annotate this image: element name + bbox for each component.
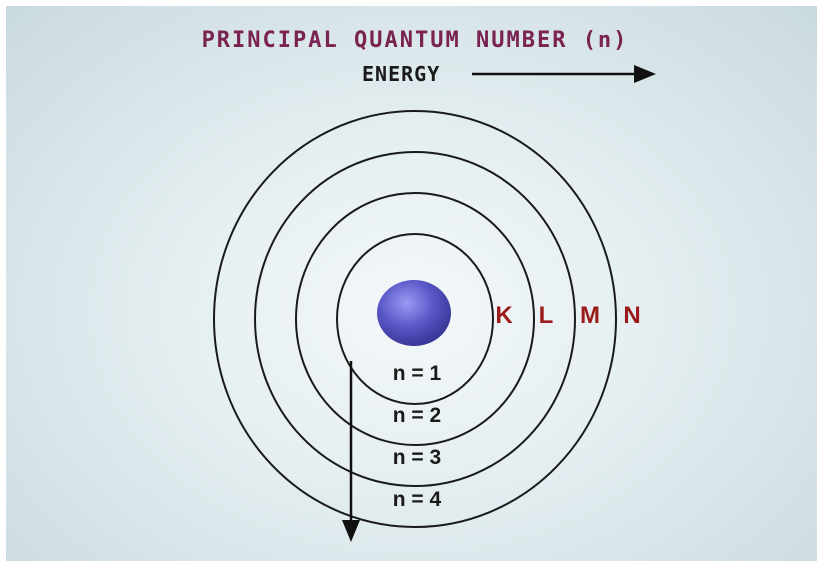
orbit-shell-n2 bbox=[295, 192, 535, 446]
shell-letter-l: L bbox=[539, 302, 554, 329]
down-arrow bbox=[342, 361, 360, 542]
shell-letter-m: M bbox=[580, 302, 600, 329]
orbit-shell-n3 bbox=[254, 151, 576, 487]
nucleus bbox=[377, 280, 451, 346]
shell-letter-k: K bbox=[495, 302, 513, 329]
orbit-shell-n4 bbox=[213, 110, 617, 528]
orbit-shell-n1 bbox=[336, 233, 494, 405]
shell-letter-n: N bbox=[623, 302, 640, 329]
energy-label: ENERGY bbox=[362, 62, 440, 86]
energy-arrow bbox=[472, 65, 656, 83]
orbit-group bbox=[213, 110, 617, 528]
quantum-shell-diagram: PRINCIPAL QUANTUM NUMBER (n) ENERGY K L … bbox=[202, 28, 656, 542]
n-label-4: n = 4 bbox=[393, 488, 442, 511]
n-label-3: n = 3 bbox=[393, 446, 441, 469]
diagram-frame: PRINCIPAL QUANTUM NUMBER (n) ENERGY K L … bbox=[6, 6, 817, 561]
n-label-1: n = 1 bbox=[393, 362, 442, 385]
n-label-2: n = 2 bbox=[393, 404, 441, 427]
diagram-title: PRINCIPAL QUANTUM NUMBER (n) bbox=[202, 28, 629, 53]
